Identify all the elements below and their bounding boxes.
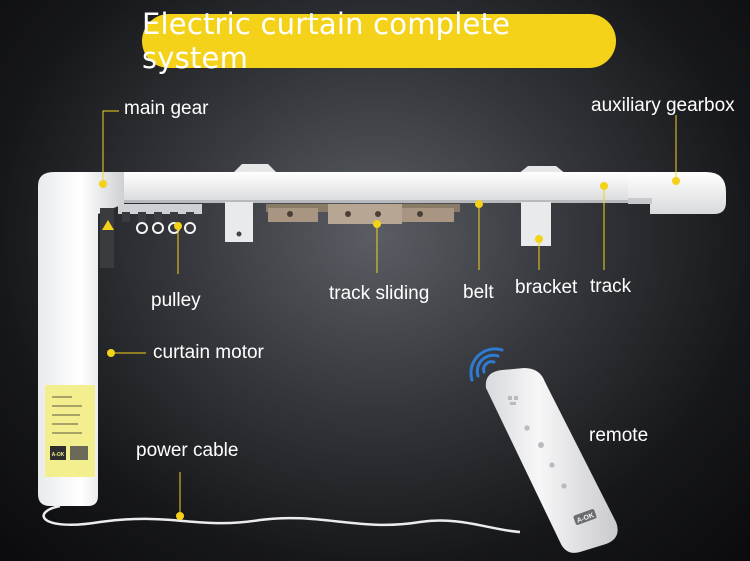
track-sliding-shapes [266,204,460,224]
curtain-motor-shape [38,172,124,506]
belt-marker [475,200,483,208]
label-main-gear: main gear [124,98,209,119]
pulley-shapes [118,204,202,234]
label-power-cable: power cable [136,440,239,461]
label-curtain-motor: curtain motor [153,342,264,363]
auxiliary-gearbox-marker [672,177,680,185]
main-gear-marker [99,180,107,188]
label-bracket: bracket [515,277,578,298]
label-belt: belt [463,282,494,303]
label-track: track [590,276,632,297]
auxiliary-gearbox-shape [628,172,726,214]
remote-control-shape [485,368,618,553]
power-cable-marker [176,512,184,520]
label-remote: remote [589,425,649,446]
track-sliding-marker [373,220,381,228]
wifi-signal-icon [469,347,504,382]
track-marker [600,182,608,190]
track-rail [98,172,658,203]
title-banner: Electric curtain complete system [142,7,616,75]
callout-lines [102,110,677,516]
label-track-sliding: track sliding [329,283,430,304]
callout-dots [99,177,680,520]
motor-brand-mark: A-OK [52,452,65,458]
power-cable-shape [42,504,521,534]
pulley-marker [174,222,182,230]
diagram-title: Electric curtain complete system [142,7,511,75]
label-auxiliary-gearbox: auxiliary gearbox [591,95,735,116]
bracket-marker [535,235,543,243]
label-pulley: pulley [151,290,201,311]
curtain-motor-marker [107,349,115,357]
